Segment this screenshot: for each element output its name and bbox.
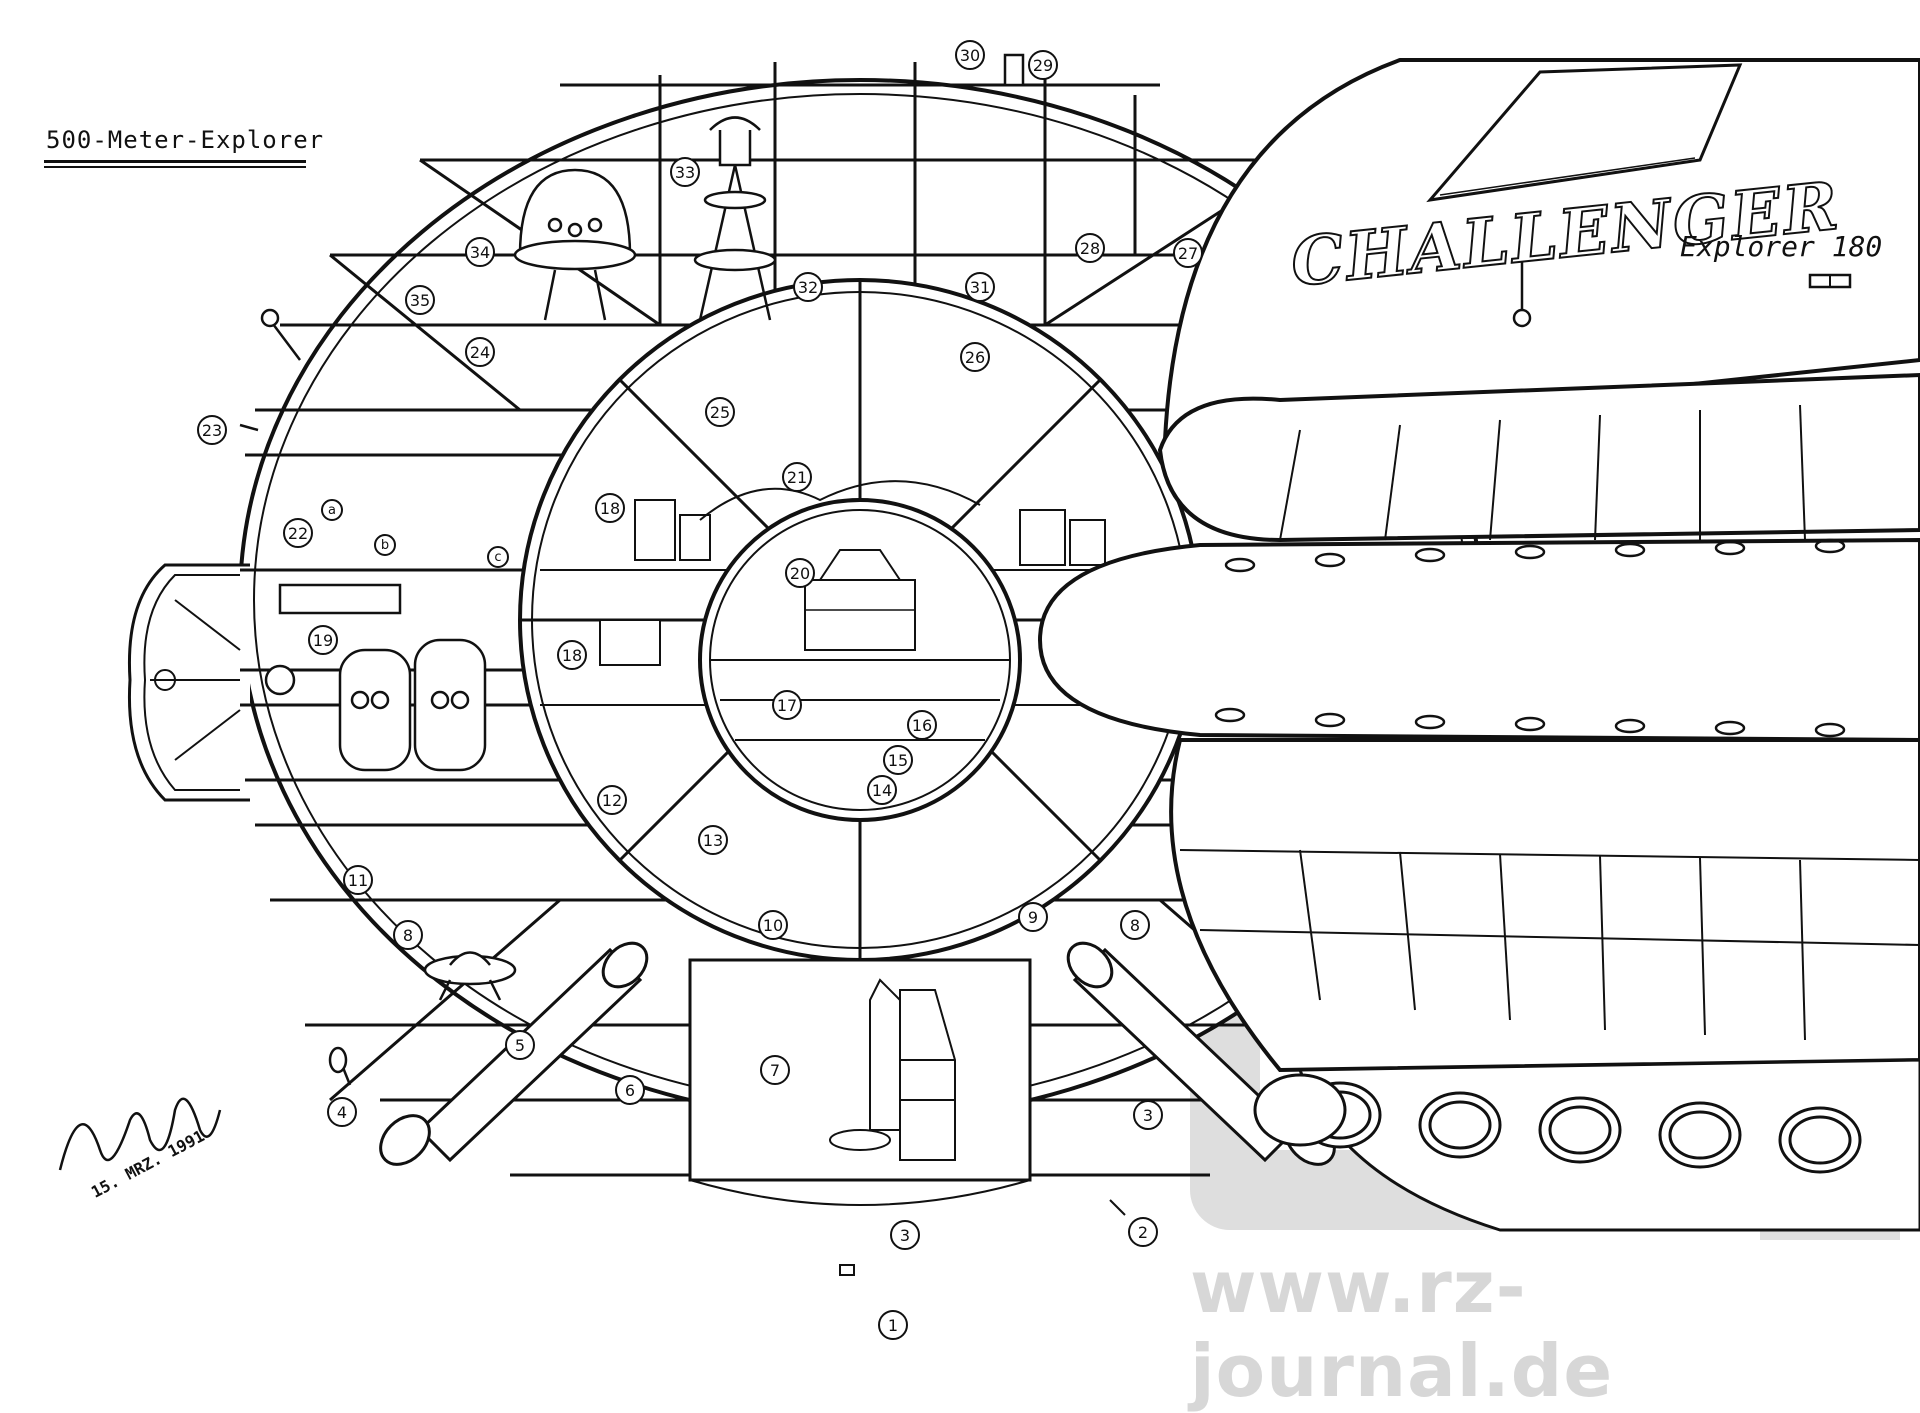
callout-14: 14 [867,775,897,805]
callout-b: b [374,534,396,556]
callout-27: 27 [1173,238,1203,268]
callout-4: 4 [327,1097,357,1127]
callout-9: 9 [1018,902,1048,932]
callout-12: 12 [597,785,627,815]
callout-a: a [321,499,343,521]
callout-3: 3 [890,1220,920,1250]
callout-23: 23 [197,415,227,445]
callout-18: 18 [557,640,587,670]
title-underline [44,160,306,163]
callout-17: 17 [772,690,802,720]
challenger-ship [1037,58,1920,1232]
callout-5: 5 [505,1030,535,1060]
callout-22: 22 [283,518,313,548]
callout-28: 28 [1075,233,1105,263]
callout-35: 35 [405,285,435,315]
callout-32: 32 [793,272,823,302]
callout-25: 25 [705,397,735,427]
callout-8: 8 [1120,910,1150,940]
callout-18: 18 [595,493,625,523]
callout-29: 29 [1028,50,1058,80]
title-underline-2 [44,166,306,168]
callout-13: 13 [698,825,728,855]
callout-31: 31 [965,272,995,302]
callout-10: 10 [758,910,788,940]
callout-33: 33 [670,157,700,187]
callout-26: 26 [960,342,990,372]
callout-30: 30 [955,40,985,70]
callout-c: c [487,546,509,568]
callout-34: 34 [465,237,495,267]
callout-7: 7 [760,1055,790,1085]
callout-15: 15 [883,745,913,775]
callout-24: 24 [465,337,495,367]
callout-8: 8 [393,920,423,950]
callout-16: 16 [907,710,937,740]
callout-21: 21 [782,462,812,492]
explorer-sphere [127,53,1482,1276]
cutaway-drawing [58,53,1920,1276]
illustration-canvas: 500-Meter-Explorer CHALLENGER Explorer 1… [44,40,1920,1413]
callout-1: 1 [878,1310,908,1340]
drawing-title: 500-Meter-Explorer [46,126,325,154]
signature-scribble [58,1097,222,1171]
watermark-url: www.rz-journal.de [1190,1245,1614,1413]
callout-19: 19 [308,625,338,655]
callout-2: 2 [1128,1217,1158,1247]
callout-3: 3 [1133,1100,1163,1130]
callout-11: 11 [343,865,373,895]
callout-6: 6 [615,1075,645,1105]
callout-20: 20 [785,558,815,588]
ship-subtitle: Explorer 180 [1680,230,1883,263]
